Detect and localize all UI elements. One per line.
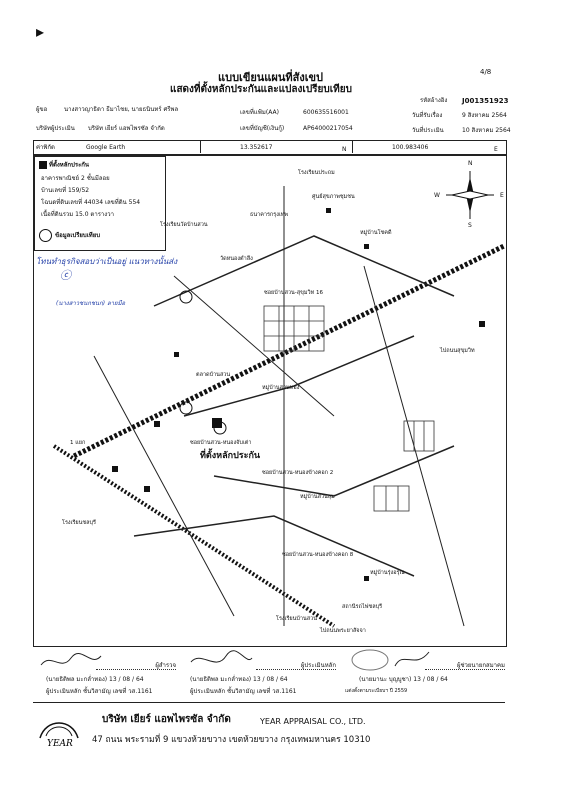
map-label: วัดหนองตำลึง [220, 256, 253, 262]
account-label: เลขที่บัญชี(เงินกู้) [240, 125, 285, 132]
map-label: โรงเรียนวัดบ้านสวน [160, 222, 208, 228]
map-label: โรงเรียนชลบุรี [62, 520, 96, 526]
map-label: ซอยบ้านสวน-หนองข้างคอก 8 [282, 552, 354, 558]
company-logo-icon: YEAR [39, 722, 79, 748]
compass-s: S [468, 222, 472, 229]
company-label: บริษัทผู้ประเมิน [36, 125, 75, 132]
map-label: ซอยบ้านสวน-สุขุมวิท 16 [264, 290, 323, 296]
signature-mark [190, 650, 253, 663]
handwritten-note-2: (นางสาวชนกชนก) ลายมือ [56, 300, 126, 307]
appraise-date-label: วันที่ประเมิน [412, 127, 444, 134]
page-number: 4/8 [480, 68, 492, 76]
map-label: โรงเรียนบ้านสวน [276, 616, 317, 622]
compass-icon [446, 171, 494, 219]
latitude-suffix: N [342, 146, 347, 153]
company-value: บริษัท เยียร์ แอพไพรซัล จำกัด [88, 125, 165, 132]
signature-block-association: ผู้ช่วยนายกสมาคม (นายมานะ บุญบูชา) 13 / … [345, 648, 505, 694]
owner-value: นางสาวญาธิดา ธีมาไชย, นายธนินทร์ ศรีพล [64, 106, 179, 113]
map-label: หมู่บ้านโชคดี [360, 230, 392, 236]
map-label: หมู่บ้านสวนลุม [300, 494, 335, 500]
file-no-label: เลขที่แฟ้ม(AA) [240, 109, 279, 116]
appraise-date-value: 10 สิงหาคม 2564 [462, 127, 511, 134]
map-label: ซอยบ้านสวน-หนองจับเต่า [190, 440, 252, 446]
file-no-value: 600635516001 [303, 109, 349, 116]
map-label: โรงเรียนประถม [298, 170, 335, 176]
legend-item-subject: ที่ตั้งหลักประกัน [39, 161, 89, 169]
ref-value: J001351923 [462, 97, 509, 105]
coordinate-row [33, 140, 507, 155]
legend-desc-1: อาคารพาณิชย์ 2 ชั้นมีลอย [41, 175, 110, 182]
map-label: ตลาดบ้านสวน [196, 372, 231, 378]
document-title: แบบเขียนแผนที่สังเขป [218, 71, 323, 84]
map-label: ซอยบ้านสวน-หนองข้างคอก 2 [262, 470, 334, 476]
signature-block-appraiser: ผู้ประเมินหลัก (นายธิติพล มะกล่ำทอง) 13 … [186, 650, 336, 695]
coord-label: ค่าพิกัด [36, 144, 55, 151]
road-map [52, 186, 506, 628]
company-name-th: บริษัท เยียร์ แอพไพรซัล จำกัด [102, 714, 231, 725]
legend-item-compare: ข้อมูลเปรียบเทียบ [39, 229, 100, 242]
compass-e: E [500, 192, 504, 199]
map-legend: ที่ตั้งหลักประกัน อาคารพาณิชย์ 2 ชั้นมีล… [34, 156, 166, 251]
map-label: สถานีรถไฟชลบุรี [342, 604, 383, 610]
legend-desc-3: โฉนดที่ดินเลขที่ 44034 เลขที่ดิน 554 [41, 199, 141, 206]
survey-date-label: วันที่รับเรื่อง [412, 112, 443, 119]
map-label: ไปถนนสุขุมวิท [440, 348, 475, 354]
compass-w: W [434, 192, 440, 199]
map-label: หมู่บ้านรุ่งอรุณ [370, 570, 405, 576]
company-name-en: YEAR APPRAISAL CO., LTD. [260, 717, 366, 726]
survey-date-value: 9 สิงหาคม 2564 [462, 112, 507, 119]
ref-label: รหัสอ้างอิง [420, 97, 448, 104]
map-label: ศูนย์สุขภาพชุมชน [312, 194, 355, 200]
corner-mark: ▸ [36, 22, 45, 41]
signature-mark [351, 649, 430, 671]
compass-n: N [468, 160, 473, 167]
legend-desc-4: เนื้อที่ดินรวม 15.0 ตารางวา [41, 211, 114, 218]
longitude: 100.983406 [392, 144, 429, 151]
handwritten-note-1: โทนทำธุรกิจสอบว่าเป็นอยู่ แนวทางนั้นส่ง [36, 257, 178, 266]
black-square-icon [39, 161, 47, 169]
circle-icon [39, 229, 52, 242]
account-value: AP64000217054 [303, 125, 353, 132]
map-label: ธนาคารกรุงเทพ [250, 212, 289, 218]
signature-block-surveyor: ผู้สำรวจ (นายธิติพล มะกล่ำทอง) 13 / 08 /… [36, 650, 186, 695]
map-label: ไปถนนพระยาสัจจา [320, 628, 366, 634]
map-label: หมู่บ้านสวนทอง [262, 385, 300, 391]
latitude: 13.352617 [240, 144, 273, 151]
signature-mark [40, 652, 102, 666]
document-subtitle: แสดงที่ตั้งหลักประกันและแปลงเปรียบเทียบ [170, 84, 352, 95]
logo-text: YEAR [47, 739, 73, 748]
owner-label: ผู้ขอ [36, 106, 48, 113]
longitude-suffix: E [494, 146, 498, 153]
legend-desc-2: บ้านเลขที่ 159/52 [41, 187, 90, 194]
map-label: 1 แยก [70, 440, 86, 446]
coord-source: Google Earth [86, 144, 126, 151]
map-label-subject: ที่ตั้งหลักประกัน [200, 451, 261, 461]
company-address: 47 ถนน พระรามที่ 9 แขวงห้วยขวาง เขตห้วยข… [92, 735, 371, 745]
